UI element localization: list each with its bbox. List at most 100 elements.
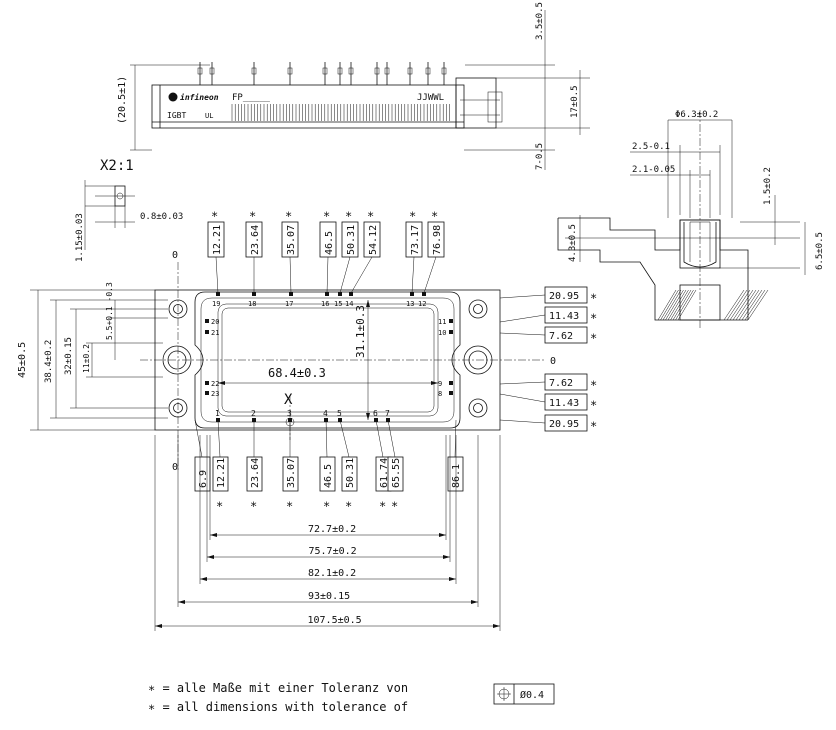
hatch-line	[660, 289, 679, 321]
bottom-dim-box	[447, 456, 464, 492]
pin-pad	[386, 418, 390, 422]
mounting-hole-tr	[468, 299, 488, 319]
pin-pad	[324, 418, 328, 422]
star-symbol: ∗	[345, 497, 352, 511]
note-german: ∗ = alle Maße mit einer Toleranz von	[148, 681, 408, 695]
bottom-dim-value: 86.1	[451, 464, 462, 488]
hatch-line	[657, 289, 677, 321]
top-dim-value: 54.12	[368, 225, 379, 255]
dim-left-second: 38.4±0.2	[44, 340, 54, 383]
ul-mark: UL	[205, 112, 213, 120]
detail-view-marker: X	[284, 392, 293, 408]
right-dim-leader	[499, 393, 546, 403]
star-symbol: ∗	[590, 396, 597, 410]
infineon-logo-icon	[168, 92, 178, 102]
side-pin-label-left: 23	[211, 390, 219, 398]
pin-pad	[216, 418, 220, 422]
side-pin-collar-2	[209, 67, 215, 75]
pin-pad	[449, 381, 453, 385]
side-pin-collar-9	[384, 67, 390, 75]
right-pin-dimensions: 20.95∗11.43∗7.62∗7.62∗11.43∗20.95∗	[499, 286, 597, 432]
right-dim-box	[544, 373, 588, 391]
width-dim-value: 72.7±0.2	[308, 524, 356, 535]
tolerance-frame	[493, 683, 555, 705]
bottom-dim-leader	[194, 419, 203, 458]
tolerance-notes: ∗ = alle Maße mit einer Toleranz von ∗ =…	[148, 681, 555, 714]
bottom-dim-leader	[454, 419, 457, 458]
mounting-hole-br	[468, 398, 488, 418]
top-dim-value: 46.5	[324, 231, 335, 255]
dim-b: 2.1-0.05	[632, 165, 675, 175]
pin-pad	[374, 418, 378, 422]
top-view: 0 0 0 X 68.4±0.3 31.1±0.3 20212223111098…	[17, 250, 556, 473]
igbt-label: IGBT	[167, 111, 186, 120]
bottom-dim-leader	[217, 419, 221, 458]
dim-e: 6.5±0.5	[815, 232, 825, 270]
type-designation: FP_____	[232, 93, 271, 103]
arrow-head	[200, 577, 207, 581]
arrow-head	[471, 600, 478, 604]
dim-inner-horizontal: 68.4±0.3	[268, 366, 326, 380]
arrow-head	[449, 577, 456, 581]
brand-name: infineon	[180, 92, 219, 102]
pin-pad	[338, 292, 342, 296]
dim-left-third: 32±0.15	[64, 337, 74, 375]
star-symbol: ∗	[409, 207, 416, 221]
hatch-line	[729, 289, 751, 321]
star-symbol: ∗	[590, 289, 597, 303]
side-view: infineon FP_____ IGBT UL JJWWL (20.5±1) …	[117, 2, 590, 170]
bottom-dim-value: 61.74	[379, 458, 390, 488]
bottom-dim-value: 35.07	[286, 458, 297, 488]
side-pin-collar-4	[287, 67, 293, 75]
top-dim-leader	[326, 256, 329, 294]
note-english: ∗ = all dimensions with tolerance of	[148, 700, 408, 714]
bottom-pin-number: 4	[323, 409, 328, 418]
top-pin-number: 15	[334, 300, 342, 308]
hatch-line	[738, 289, 760, 321]
pin-pad	[205, 319, 209, 323]
hatch-line	[732, 289, 754, 321]
bottom-dim-value: 65.55	[391, 458, 402, 488]
top-dim-leader	[411, 256, 415, 294]
top-pin-number: 12	[418, 300, 426, 308]
hatch-line	[735, 289, 757, 321]
arrow-head	[178, 600, 185, 604]
side-pin-collar-8	[374, 67, 380, 75]
bottom-pin-number: 2	[251, 409, 256, 418]
star-symbol: ∗	[367, 207, 374, 221]
top-dim-box	[207, 221, 225, 258]
side-pin-collar-6	[337, 67, 343, 75]
bottom-dim-value: 46.5	[323, 464, 334, 488]
right-dim-box	[544, 286, 588, 304]
dim-a: 2.5-0.1	[632, 142, 670, 152]
top-dim-leader	[423, 256, 437, 294]
pin-pad	[422, 292, 426, 296]
pin-pad	[205, 330, 209, 334]
bottom-dim-box	[319, 456, 336, 492]
star-symbol: ∗	[323, 207, 330, 221]
top-pin-dimensions: 12.21∗1923.64∗1835.07∗1746.5∗1650.31∗155…	[207, 207, 445, 308]
section-view: Φ6.3±0.2 2.5-0.1 2.1-0.05 1.5±0.2 4.3±0.…	[557, 110, 825, 330]
bottom-dim-box	[387, 456, 404, 492]
side-pin-collar-7	[348, 67, 354, 75]
top-dim-value: 35.07	[286, 225, 297, 255]
hatch-line	[726, 289, 748, 321]
side-pin-label-left: 21	[211, 329, 219, 337]
pin-pad	[338, 418, 342, 422]
top-dim-leader	[215, 256, 219, 294]
side-pin-collar-10	[407, 67, 413, 75]
pin-pad	[325, 292, 329, 296]
top-pin-number: 13	[406, 300, 414, 308]
star-symbol: ∗	[250, 497, 257, 511]
side-pin-label-left: 22	[211, 380, 219, 388]
top-dim-box	[281, 221, 299, 258]
dim-pin-thickness: 1.15±0.03	[75, 213, 85, 262]
right-dim-leader	[499, 332, 546, 336]
bottom-dim-value: 6.9	[198, 470, 209, 488]
side-pin-label-right: 8	[438, 390, 442, 398]
pin-pad	[410, 292, 414, 296]
top-dim-value: 23.64	[250, 225, 261, 255]
dim-body-height: 17±0.5	[570, 85, 580, 118]
star-symbol: ∗	[590, 376, 597, 390]
dim-bottom: 7-0.5	[535, 143, 545, 170]
